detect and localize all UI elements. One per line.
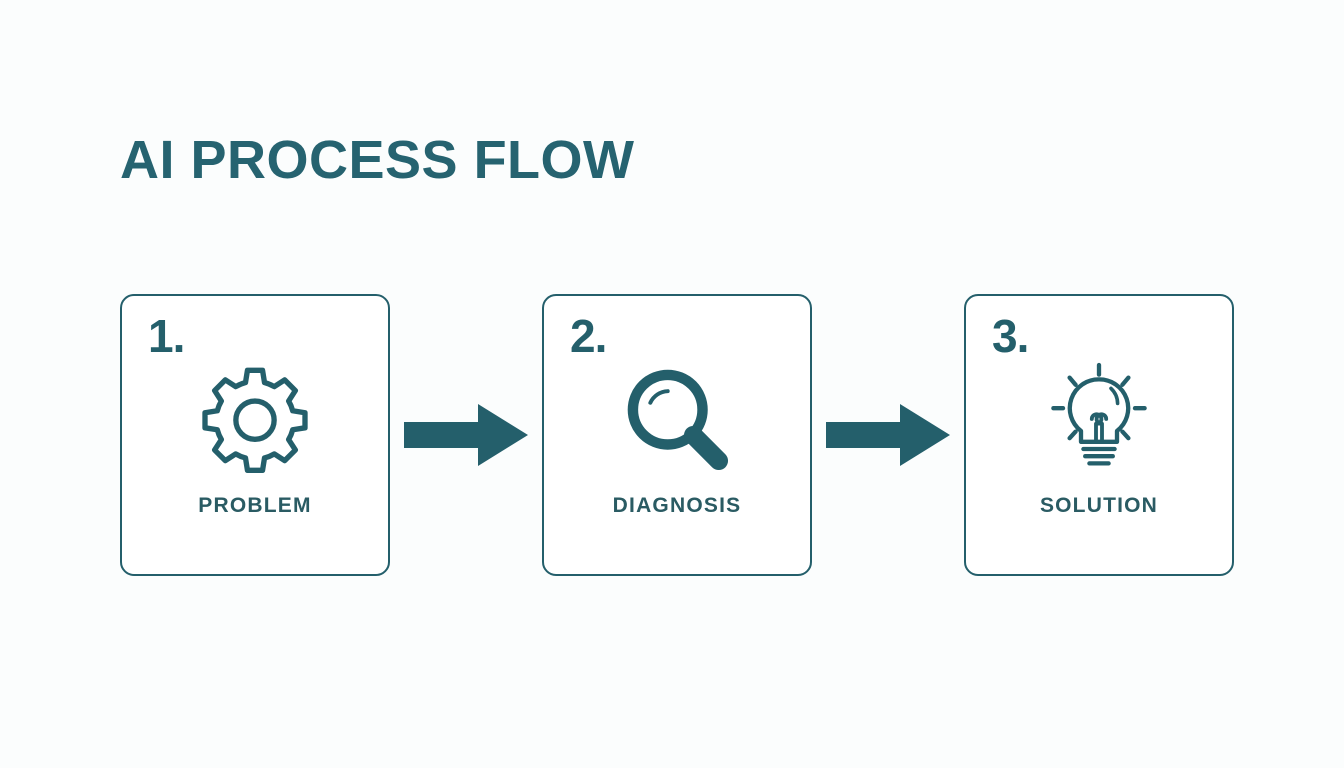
process-flow: 1. PROBLEM 2. <box>120 293 1234 577</box>
magnifier-icon <box>544 354 810 484</box>
step-card-problem[interactable]: 1. PROBLEM <box>120 294 390 576</box>
step-label: DIAGNOSIS <box>612 494 742 517</box>
step-label: PROBLEM <box>198 494 312 517</box>
arrow-right-icon <box>404 402 528 468</box>
step-number: 1. <box>148 310 185 362</box>
page-title: AI PROCESS FLOW <box>120 130 635 190</box>
lightbulb-icon <box>966 354 1232 484</box>
step-number: 2. <box>570 310 607 362</box>
gear-icon <box>122 354 388 484</box>
step-card-solution[interactable]: 3. <box>964 294 1234 576</box>
step-label: SOLUTION <box>1039 494 1159 517</box>
arrow-right-icon <box>826 402 950 468</box>
step-card-diagnosis[interactable]: 2. DIAGNOSIS <box>542 294 812 576</box>
step-number: 3. <box>992 310 1029 362</box>
